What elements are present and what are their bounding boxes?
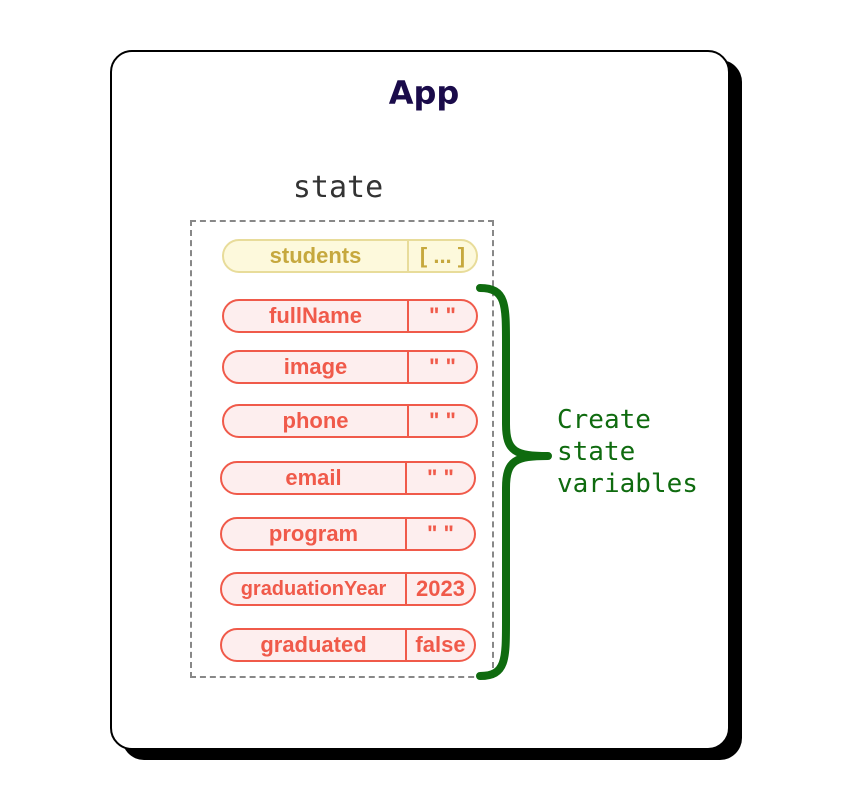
state-item-value: " " — [427, 521, 454, 546]
state-item-image: image " " — [222, 350, 478, 384]
state-item-name: phone — [224, 406, 409, 436]
state-item-value: 2023 — [416, 576, 465, 601]
state-item-name: graduated — [222, 630, 407, 660]
state-container — [190, 220, 494, 678]
state-label: state — [292, 170, 384, 205]
state-item-name: program — [222, 519, 407, 549]
state-item-name: image — [224, 352, 409, 382]
state-item-name: students — [224, 241, 409, 271]
state-item-value: " " — [427, 465, 454, 490]
state-item-name: graduationYear — [222, 574, 407, 604]
app-title: App — [388, 74, 460, 112]
state-item-students: students [ ... ] — [222, 239, 478, 273]
state-item-value: [ ... ] — [419, 243, 466, 268]
curly-brace-icon — [476, 284, 552, 680]
state-item-graduationyear: graduationYear 2023 — [220, 572, 476, 606]
state-item-value: " " — [429, 354, 456, 379]
state-item-phone: phone " " — [222, 404, 478, 438]
state-item-email: email " " — [220, 461, 476, 495]
annotation-text: Create state variables — [557, 404, 698, 500]
annotation-line: variables — [557, 469, 698, 499]
state-item-graduated: graduated false — [220, 628, 476, 662]
state-item-program: program " " — [220, 517, 476, 551]
state-item-value: " " — [429, 408, 456, 433]
state-item-value: " " — [429, 303, 456, 328]
state-item-name: fullName — [224, 301, 409, 331]
annotation-line: state — [557, 437, 636, 467]
state-item-value: false — [415, 632, 466, 657]
annotation-line: Create — [557, 405, 651, 435]
state-item-name: email — [222, 463, 407, 493]
state-item-fullname: fullName " " — [222, 299, 478, 333]
